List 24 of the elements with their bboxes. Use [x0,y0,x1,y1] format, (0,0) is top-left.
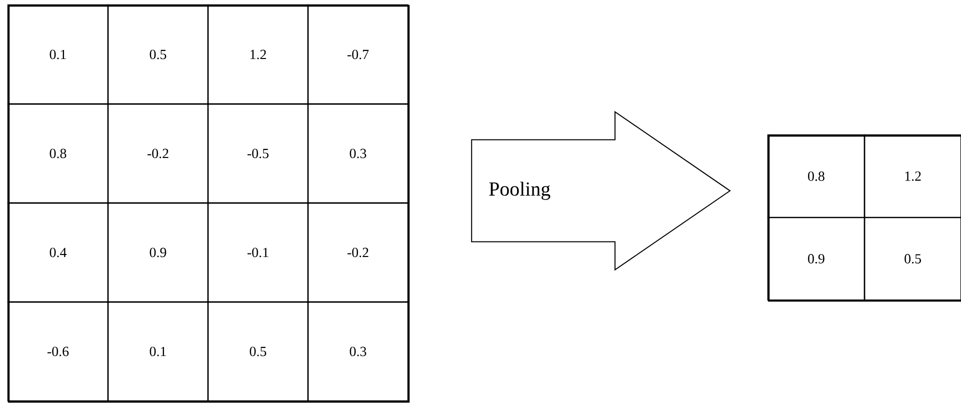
grid-cell: 0.9 [107,202,209,303]
grid-cell: 0.3 [307,103,409,204]
block-arrow [471,110,731,271]
grid-cell: 0.5 [207,301,309,402]
grid-cell: 0.4 [7,202,109,303]
grid-cell: 0.8 [7,103,109,204]
edge-label: Pooling [489,182,550,200]
grid [768,135,961,302]
grid-cell: 0.5 [107,4,209,105]
grid-cell: 0.1 [107,301,209,402]
grid-cell: 1.2 [864,134,961,218]
grid-cell: 0.9 [767,216,866,301]
grid-cell: -0.6 [7,301,109,402]
grid-cell: -0.2 [307,202,409,303]
grid-cell: 0.3 [307,301,409,402]
grid-cell: 0.8 [767,134,866,218]
grid-cell: -0.1 [207,202,309,303]
grid-cell: -0.2 [107,103,209,204]
grid-cell: 0.1 [7,4,109,105]
grid [8,5,410,403]
grid-cell: 1.2 [207,4,309,105]
grid-cell: -0.7 [307,4,409,105]
grid-cell: -0.5 [207,103,309,204]
grid-cell: 0.5 [864,216,961,301]
